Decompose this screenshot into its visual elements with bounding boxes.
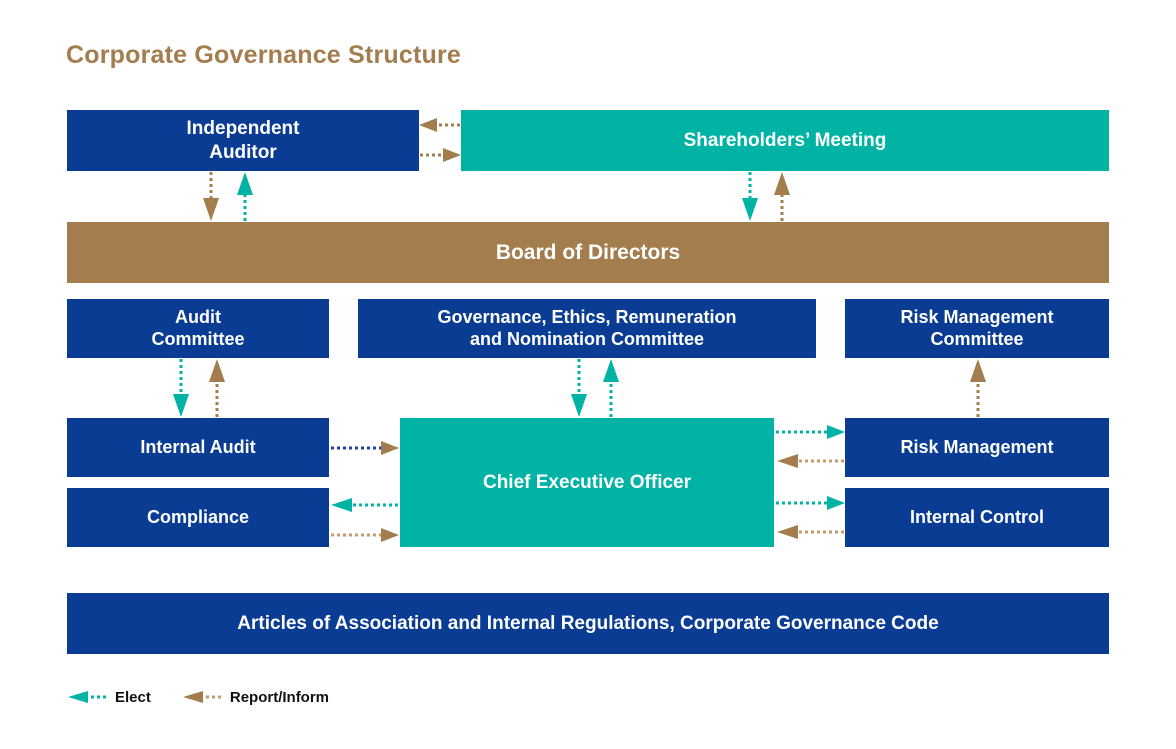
node-chief-executive-officer[interactable]: Chief Executive Officer [400,418,774,547]
arrow-risk-management-report-committee [970,359,986,417]
arrow-shareholders-elect-board [742,172,758,221]
arrow-board-report-shareholders [774,172,790,221]
arrow-ceo-to-compliance [331,498,398,512]
node-articles-of-association[interactable]: Articles of Association and Internal Reg… [67,593,1109,654]
arrow-internal-audit-report-committee [209,359,225,417]
node-compliance[interactable]: Compliance [67,488,329,547]
arrow-internal-control-to-ceo [777,525,844,539]
node-independent-auditor-label: Independent Auditor [187,117,300,163]
governance-committee-line2: and Nomination Committee [469,328,704,349]
arrow-ceo-to-risk-management [776,425,845,439]
governance-committee-line1: Governance, Ethics, Remuneration [437,306,737,327]
node-risk-management[interactable]: Risk Management [845,418,1109,477]
independent-auditor-line2: Auditor [209,141,277,163]
node-audit-committee-label: Audit Committee [151,307,244,351]
arrow-governance-committee-to-ceo [571,359,587,417]
page-title: Corporate Governance Structure [66,41,461,69]
left-arrow-dotted-icon [182,691,221,703]
node-governance-committee-label: Governance, Ethics, Remuneration and Nom… [437,307,736,351]
risk-management-committee-line2: Committee [930,328,1024,349]
node-risk-management-committee-label: Risk Management Committee [900,307,1053,351]
node-independent-auditor[interactable]: Independent Auditor [67,110,419,171]
node-internal-control[interactable]: Internal Control [845,488,1109,547]
node-internal-audit[interactable]: Internal Audit [67,418,329,477]
arrow-auditor-to-shareholders [420,148,461,162]
independent-auditor-line1: Independent [186,118,300,140]
risk-management-committee-line1: Risk Management [900,306,1054,327]
arrow-compliance-to-ceo [331,528,399,542]
legend-label-report-inform: Report/Inform [229,688,330,706]
arrow-internal-audit-to-ceo [331,441,399,455]
legend: Elect Report/Inform [66,684,329,710]
arrow-audit-committee-elect-internal-audit [173,359,189,417]
legend-label-elect: Elect [115,688,151,706]
arrow-auditor-elect-up [237,172,253,221]
arrow-ceo-to-governance-committee [603,359,619,417]
node-shareholders-meeting[interactable]: Shareholders’ Meeting [461,110,1109,171]
arrow-shareholders-to-auditor [419,118,460,132]
audit-committee-line2: Committee [151,328,245,349]
node-audit-committee[interactable]: Audit Committee [67,299,329,358]
node-governance-committee[interactable]: Governance, Ethics, Remuneration and Nom… [358,299,816,358]
legend-item-elect: Elect [66,689,151,706]
audit-committee-line1: Audit [175,306,221,327]
arrow-board-to-auditor-report [203,172,219,221]
arrow-risk-management-to-ceo [777,454,844,468]
left-arrow-dotted-icon [68,691,106,703]
legend-item-report-inform: Report/Inform [181,689,329,706]
node-board-of-directors[interactable]: Board of Directors [67,222,1109,283]
node-risk-management-committee[interactable]: Risk Management Committee [845,299,1109,358]
arrow-ceo-to-internal-control [776,496,845,510]
